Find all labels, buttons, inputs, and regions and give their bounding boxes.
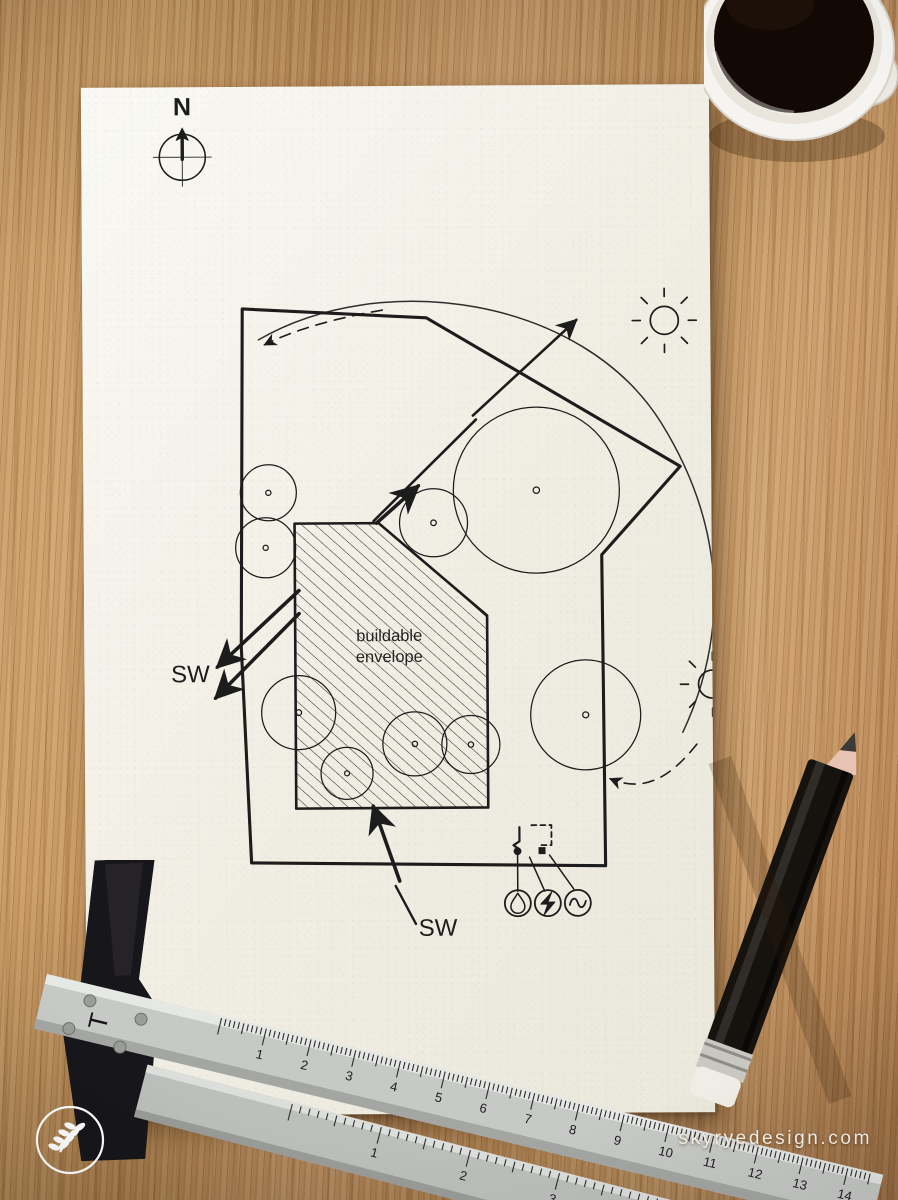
ruler-blade-upper <box>33 974 884 1200</box>
t-square-marking: T <box>82 1010 115 1033</box>
buildable-envelope-label-1: buildable <box>356 627 422 645</box>
pencil <box>690 732 857 1108</box>
wheat-sprig-icon <box>48 1122 86 1153</box>
wind-arrow-sw-lower <box>368 803 402 883</box>
svg-text:7: 7 <box>523 1111 534 1127</box>
svg-text:2: 2 <box>458 1168 469 1184</box>
compass-rose-icon <box>152 127 212 187</box>
svg-text:1: 1 <box>369 1145 380 1161</box>
svg-text:14: 14 <box>836 1186 854 1200</box>
wind-arrow-sw-upper-b <box>215 588 301 669</box>
brand-logo[interactable] <box>28 1098 112 1182</box>
sun-icon-lower <box>679 651 716 717</box>
pencil-lead <box>839 732 857 752</box>
svg-text:3: 3 <box>344 1068 355 1084</box>
sun-icon-upper <box>631 287 698 354</box>
sw-label-lower: SW <box>419 915 458 942</box>
utility-junction-markers <box>512 824 575 893</box>
svg-text:11: 11 <box>702 1154 719 1172</box>
solar-path-arc <box>257 300 715 734</box>
view-axis-arrow <box>471 318 578 417</box>
existing-trees-group <box>235 406 642 800</box>
logo-ring <box>35 1105 105 1175</box>
coffee-mug <box>704 0 898 162</box>
svg-text:3: 3 <box>547 1191 558 1200</box>
solar-arrow-south <box>608 743 698 790</box>
svg-text:10: 10 <box>657 1143 675 1161</box>
wind-arrow-sw-lower-tail <box>394 884 418 926</box>
ruler-blade-lower <box>134 1064 892 1200</box>
site-watermark: skyryedesign.com <box>678 1128 872 1149</box>
svg-text:12: 12 <box>746 1164 764 1182</box>
sketch-paper-sheet: N buildable envelope SW SW <box>80 84 716 1116</box>
site-plan-sketch: N buildable envelope SW SW <box>152 93 716 942</box>
svg-text:1: 1 <box>254 1046 265 1062</box>
wind-arrow-sw-upper <box>213 611 301 701</box>
wind-arrow-envelope <box>374 484 421 525</box>
svg-text:2: 2 <box>299 1057 310 1073</box>
water-drop-icon <box>503 889 532 918</box>
north-label: N <box>173 93 191 121</box>
sw-label-upper: SW <box>171 661 210 688</box>
buildable-envelope-label-2: envelope <box>356 648 423 666</box>
view-axis-line <box>372 418 478 523</box>
svg-text:4: 4 <box>389 1078 400 1094</box>
svg-text:9: 9 <box>612 1132 623 1148</box>
svg-text:5: 5 <box>433 1089 444 1105</box>
solar-arrow-north <box>263 309 384 346</box>
pencil-ferrule <box>695 1037 754 1084</box>
pencil-eraser <box>690 1066 741 1108</box>
coffee-liquid <box>714 0 874 113</box>
buildable-envelope-area <box>293 521 490 810</box>
sine-wave-icon <box>563 889 592 917</box>
svg-text:13: 13 <box>791 1175 809 1193</box>
utility-icons-row <box>503 889 592 918</box>
svg-text:8: 8 <box>568 1121 579 1137</box>
lightning-bolt-icon <box>533 889 562 917</box>
svg-text:6: 6 <box>478 1100 489 1116</box>
